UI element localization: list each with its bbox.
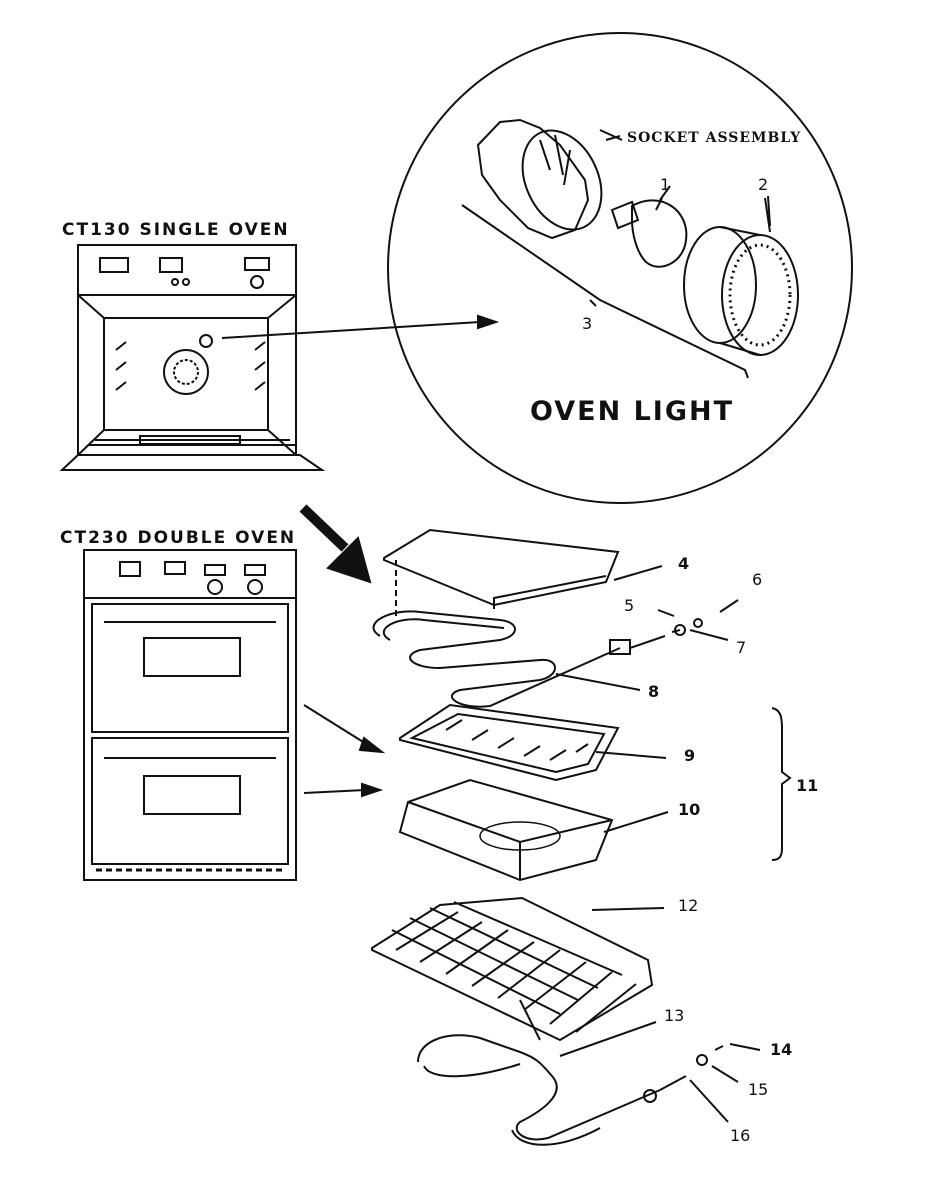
leader-10	[603, 811, 669, 833]
double-oven-illustration	[83, 549, 297, 881]
socket-assembly-illustration	[476, 118, 623, 240]
part-10-pan	[398, 778, 614, 882]
leader-5	[657, 609, 675, 617]
callout-2: 2	[758, 175, 769, 194]
lens-illustration	[683, 226, 799, 356]
callout-15: 15	[748, 1080, 769, 1099]
assembly-bracket-3	[461, 204, 749, 379]
leader-14	[729, 1043, 761, 1051]
leader-socket	[605, 135, 621, 141]
callout-7: 7	[736, 638, 747, 657]
leader-13	[559, 1021, 657, 1057]
callout-13: 13	[664, 1006, 685, 1025]
bulb-illustration	[610, 199, 688, 268]
leader-4	[613, 565, 663, 581]
callout-4: 4	[678, 554, 690, 573]
oven-light-circle	[387, 32, 853, 504]
socket-assembly-label: SOCKET ASSEMBLY	[627, 130, 802, 146]
pointer-arrow-big	[299, 504, 349, 552]
leader-8	[555, 673, 641, 691]
leader-15	[711, 1065, 739, 1083]
callout-14: 14	[770, 1040, 793, 1059]
part-12-rack	[371, 896, 654, 1042]
callout-5: 5	[624, 596, 635, 615]
leader-7	[689, 629, 729, 641]
part-4-shield	[383, 528, 620, 607]
callout-11: 11	[796, 776, 819, 795]
leader-6	[719, 599, 739, 613]
leader-12	[591, 907, 665, 911]
callout-10: 10	[678, 800, 701, 819]
oven-light-title: OVEN LIGHT	[530, 396, 734, 427]
callout-1: 1	[660, 175, 671, 194]
part-13-bake-element	[417, 1034, 661, 1141]
part-9-grid	[399, 703, 620, 782]
single-oven-title: CT130 SINGLE OVEN	[62, 220, 290, 240]
callout-16: 16	[730, 1126, 751, 1145]
leader-9	[595, 751, 667, 759]
callout-9: 9	[684, 746, 696, 765]
single-oven-illustration	[59, 244, 326, 471]
callout-6: 6	[752, 570, 763, 589]
double-oven-title: CT230 DOUBLE OVEN	[60, 528, 297, 548]
leader-1	[659, 185, 671, 201]
callout-12: 12	[678, 896, 699, 915]
callout-3: 3	[582, 314, 593, 333]
callout-8: 8	[648, 682, 660, 701]
leader-16	[689, 1079, 729, 1123]
leader-2	[767, 195, 771, 227]
part-8-broil-element	[372, 610, 621, 708]
pointer-arrow-light	[221, 321, 481, 339]
